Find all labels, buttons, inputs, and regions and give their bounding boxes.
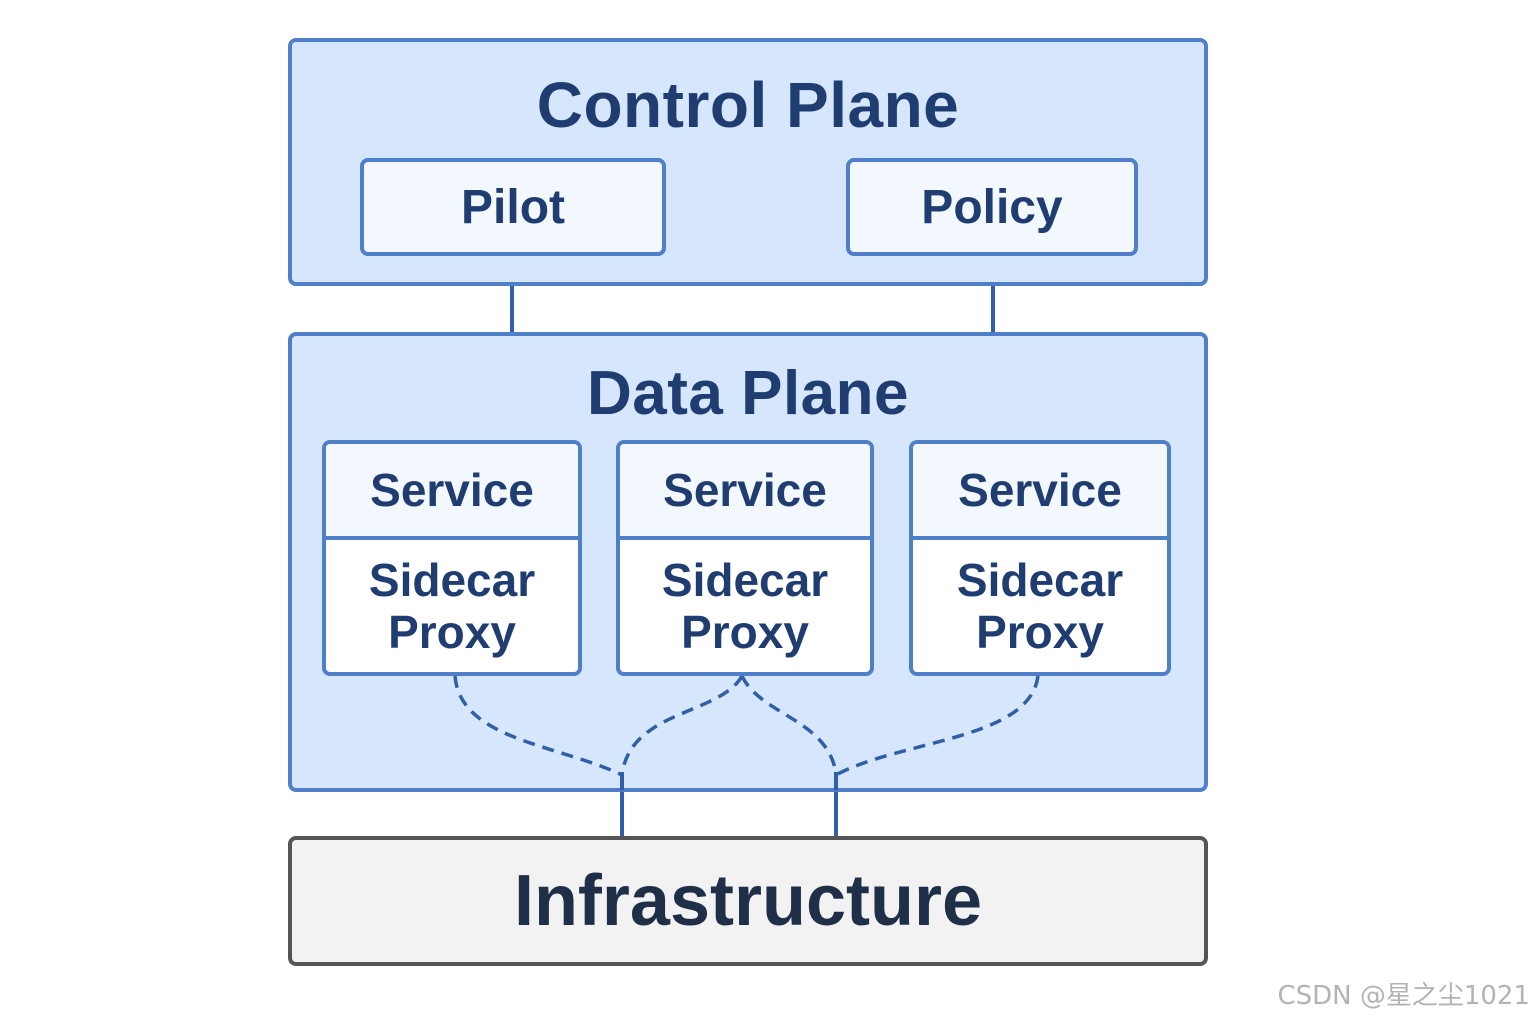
sidecar-proxy-2: Sidecar Proxy [620,540,870,672]
sidecar-proxy-1-line2: Proxy [388,606,516,658]
service-label-1: Service [326,444,578,540]
sidecar-proxy-3: Sidecar Proxy [913,540,1167,672]
data-plane-title: Data Plane [586,359,910,428]
pilot-box: Pilot [360,158,666,256]
service-card-2: Service Sidecar Proxy [616,440,874,676]
sidecar-proxy-2-line1: Sidecar [661,554,829,606]
sidecar-proxy-1: Sidecar Proxy [326,540,578,672]
infrastructure-box: Infrastructure [288,836,1208,966]
control-plane-title: Control Plane [536,69,960,141]
service-label-2: Service [620,444,870,540]
service-card-1: Service Sidecar Proxy [322,440,582,676]
sidecar-proxy-2-line2: Proxy [681,606,809,658]
sidecar-proxy-1-line1: Sidecar [368,554,536,606]
sidecar-proxy-3-line1: Sidecar [956,554,1124,606]
watermark: CSDN @星之尘1021 [1277,981,1530,1011]
service-label-3: Service [913,444,1167,540]
service-card-3: Service Sidecar Proxy [909,440,1171,676]
policy-box: Policy [846,158,1138,256]
sidecar-proxy-3-line2: Proxy [976,606,1104,658]
